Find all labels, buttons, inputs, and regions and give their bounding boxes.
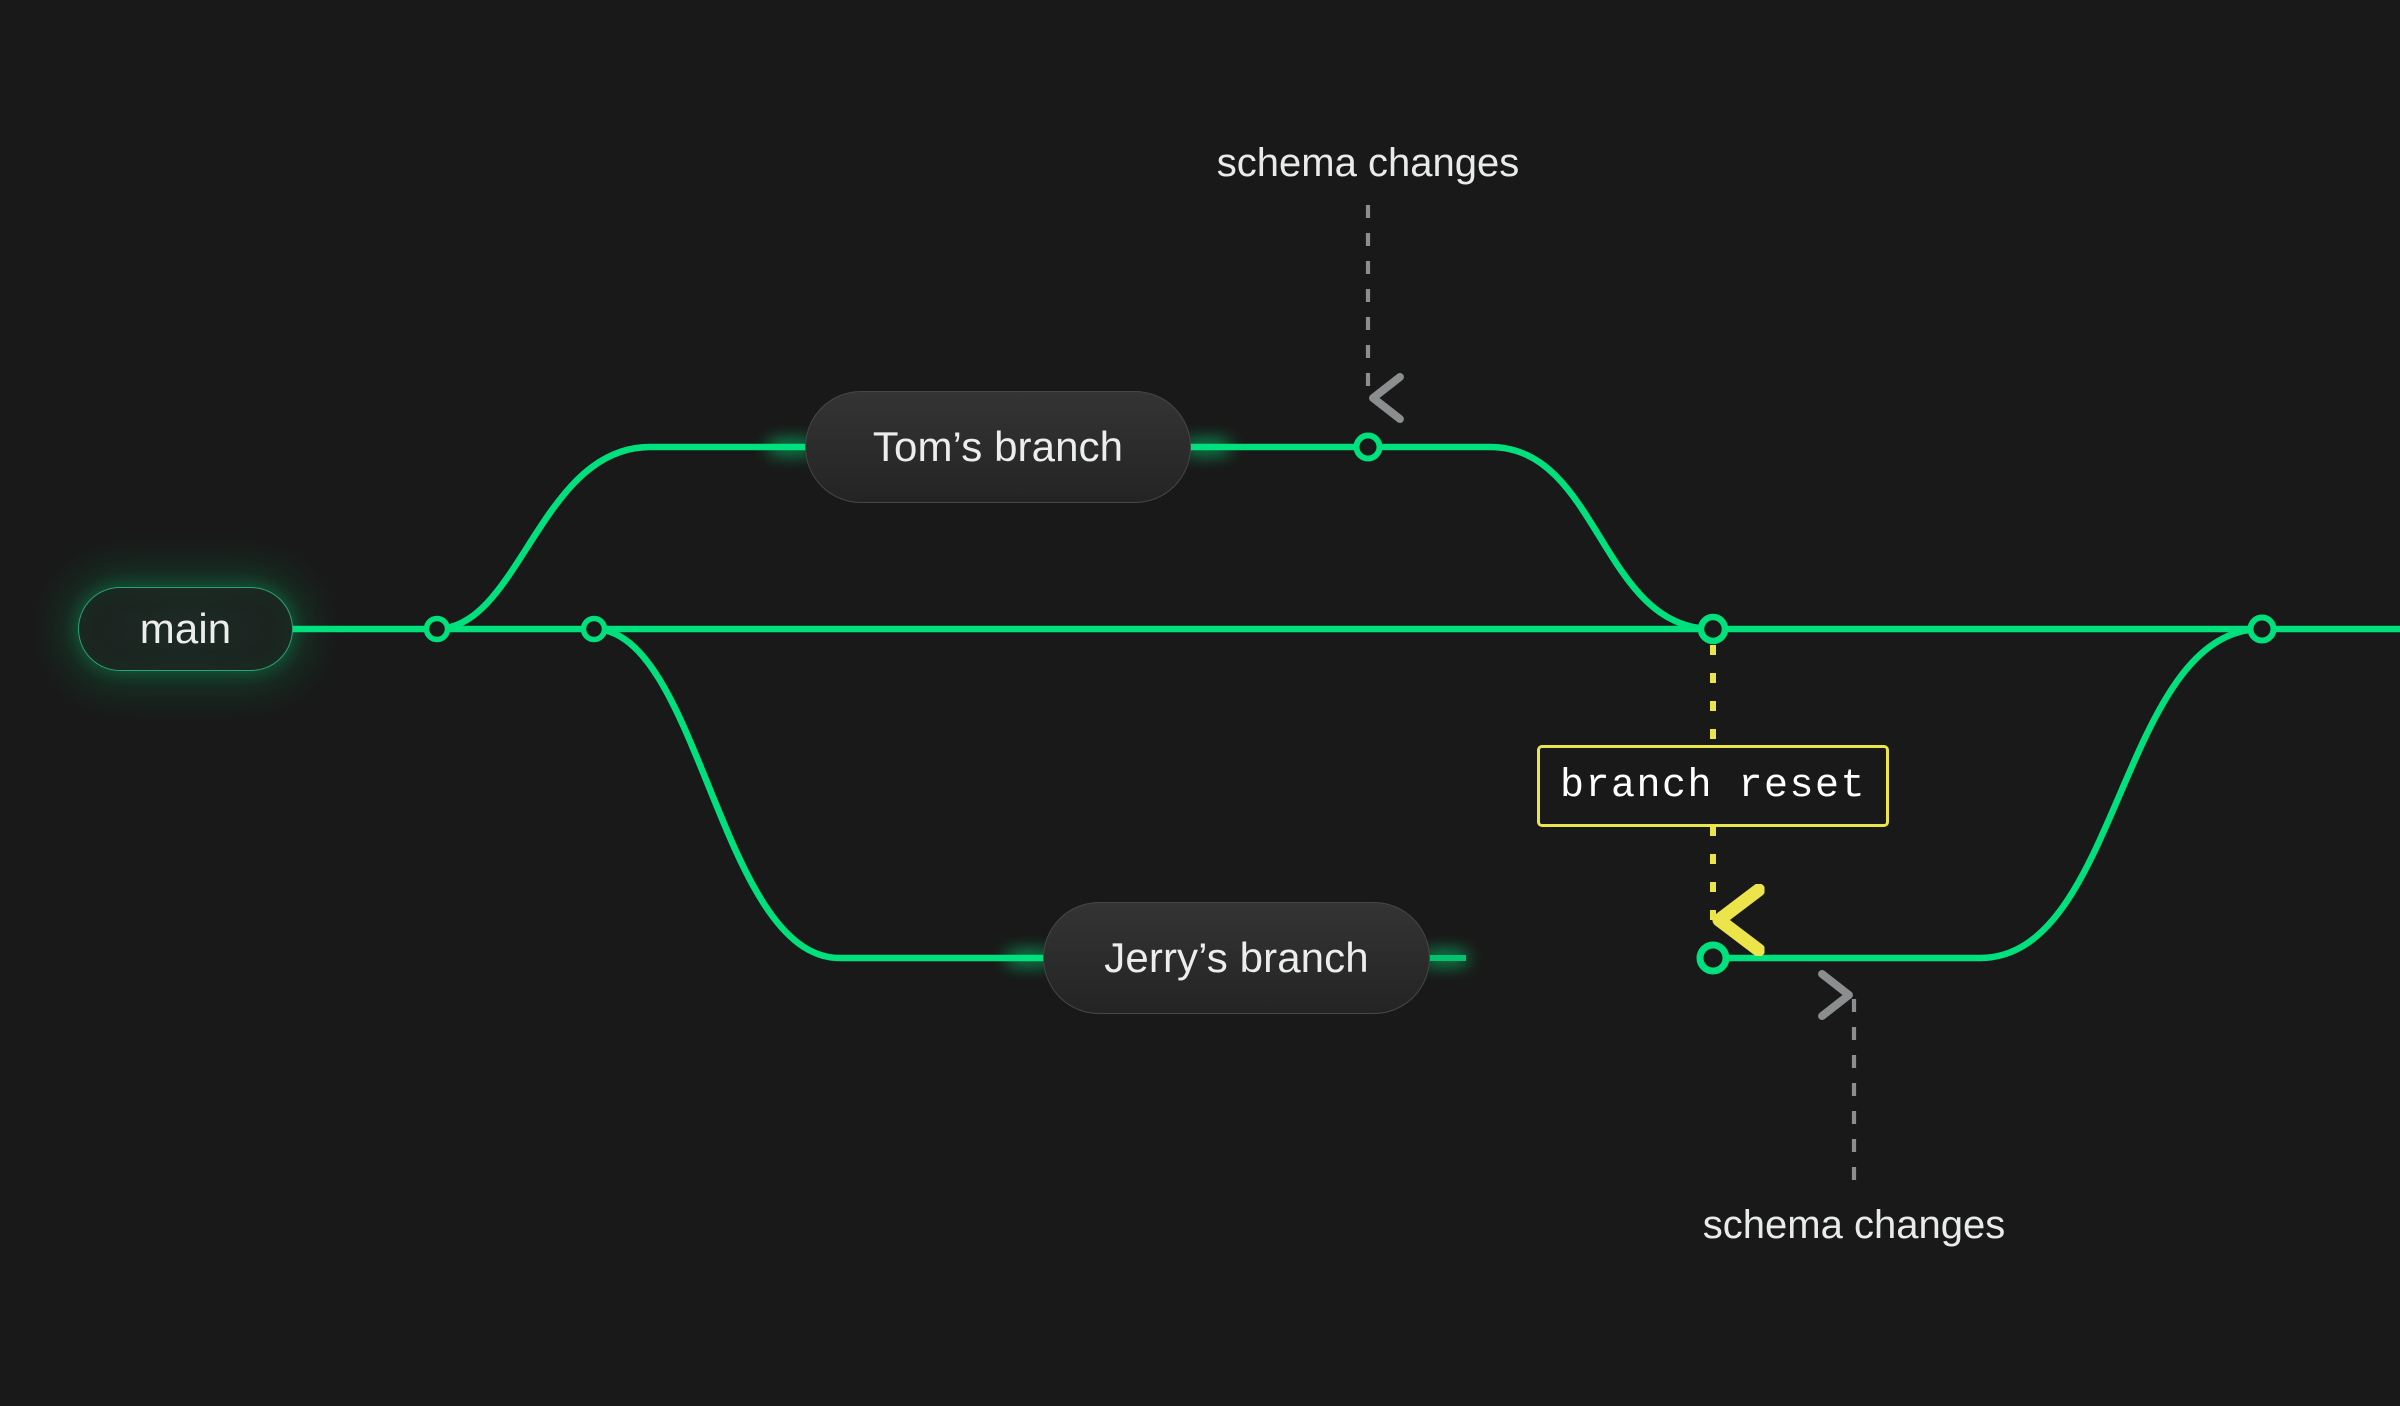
node-main-merge-jerry[interactable]: [2247, 614, 2277, 644]
annotation-schema-changes-bottom: schema changes: [1703, 1203, 2005, 1248]
branch-label-main-text: main: [139, 605, 232, 652]
tom-branch-line: [433, 443, 1717, 633]
branch-label-jerry[interactable]: Jerry’s branch: [1043, 902, 1430, 1014]
branch-reset-box[interactable]: branch reset: [1537, 745, 1889, 827]
node-tom-commit[interactable]: [1353, 432, 1383, 462]
branch-label-tom[interactable]: Tom’s branch: [805, 391, 1191, 503]
branch-label-main[interactable]: main: [78, 587, 293, 671]
branch-reset-label: branch reset: [1559, 763, 1867, 809]
annotation-schema-changes-top: schema changes: [1217, 141, 1519, 186]
line-glow: [770, 444, 1466, 961]
node-jerry-reset-target[interactable]: [1696, 941, 1730, 975]
commit-nodes: [423, 432, 2277, 975]
annotation-schema-changes-top-text: schema changes: [1216, 141, 1520, 185]
node-main-branchpoint-1[interactable]: [423, 615, 451, 643]
branch-label-jerry-text: Jerry’s branch: [1104, 934, 1369, 981]
annotation-schema-changes-bottom-text: schema changes: [1702, 1203, 2006, 1247]
jerry-branch-line: [590, 625, 2266, 962]
node-main-branchpoint-2[interactable]: [580, 615, 608, 643]
branch-label-tom-text: Tom’s branch: [872, 423, 1124, 470]
node-main-merge-tom[interactable]: [1697, 613, 1729, 645]
